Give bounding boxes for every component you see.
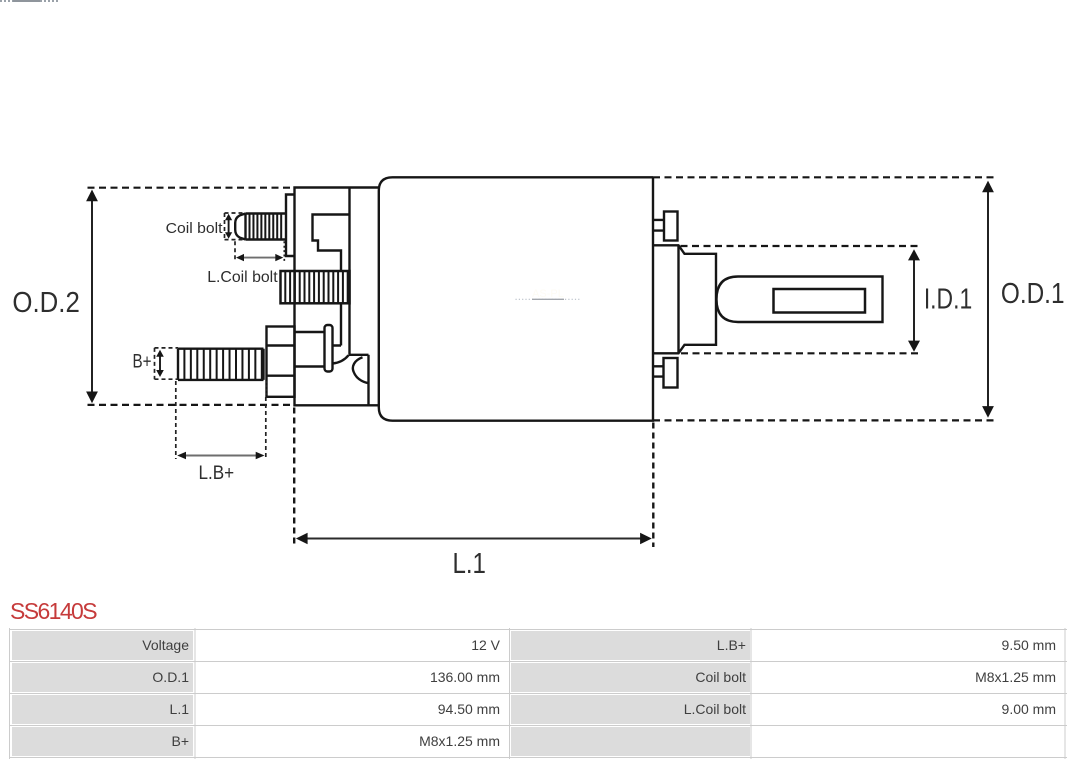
svg-text:I.D.1: I.D.1 <box>924 282 972 315</box>
svg-text:L.Coil bolt: L.Coil bolt <box>207 269 278 286</box>
svg-text:AS-PL: AS-PL <box>532 288 564 300</box>
svg-text:L.1: L.1 <box>452 547 485 580</box>
svg-text:O.D.1: O.D.1 <box>1001 277 1065 309</box>
svg-text:B+: B+ <box>132 350 151 372</box>
svg-text:O.D.2: O.D.2 <box>12 285 79 318</box>
svg-text:Coil bolt: Coil bolt <box>166 220 224 237</box>
svg-text:L.B+: L.B+ <box>198 462 234 483</box>
